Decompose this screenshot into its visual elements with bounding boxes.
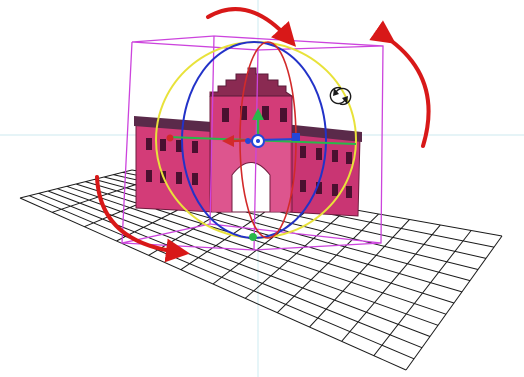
- x-axis-arrow-icon[interactable]: [222, 135, 234, 147]
- left-roof: [134, 116, 212, 132]
- left-handle[interactable]: [166, 134, 174, 142]
- grid-line-col: [373, 230, 472, 356]
- grid-line-col: [405, 235, 503, 371]
- grid-line-col: [244, 208, 349, 299]
- bounding-box[interactable]: [121, 35, 384, 251]
- tower-gable: [209, 67, 294, 97]
- rotate-left-arrow-icon: [95, 175, 190, 263]
- target-dot: [256, 139, 260, 143]
- bottom-handle[interactable]: [249, 233, 257, 241]
- castle-windows: [146, 106, 352, 198]
- y-axis-arrow-icon[interactable]: [252, 108, 264, 120]
- castle-gate: [231, 162, 271, 213]
- pivot-dot: [245, 138, 251, 144]
- rotate-top-arrow-icon: [206, 7, 297, 47]
- rotation-gizmo[interactable]: [155, 41, 357, 241]
- z-axis-handle[interactable]: [292, 133, 300, 141]
- rotate-right-arrow-icon: [369, 20, 431, 148]
- grid-line-col: [341, 224, 441, 342]
- castle-model[interactable]: [134, 67, 362, 217]
- annotation-arrows: [95, 7, 431, 263]
- right-roof: [284, 124, 362, 142]
- rotate-cycle-icon[interactable]: [329, 86, 352, 106]
